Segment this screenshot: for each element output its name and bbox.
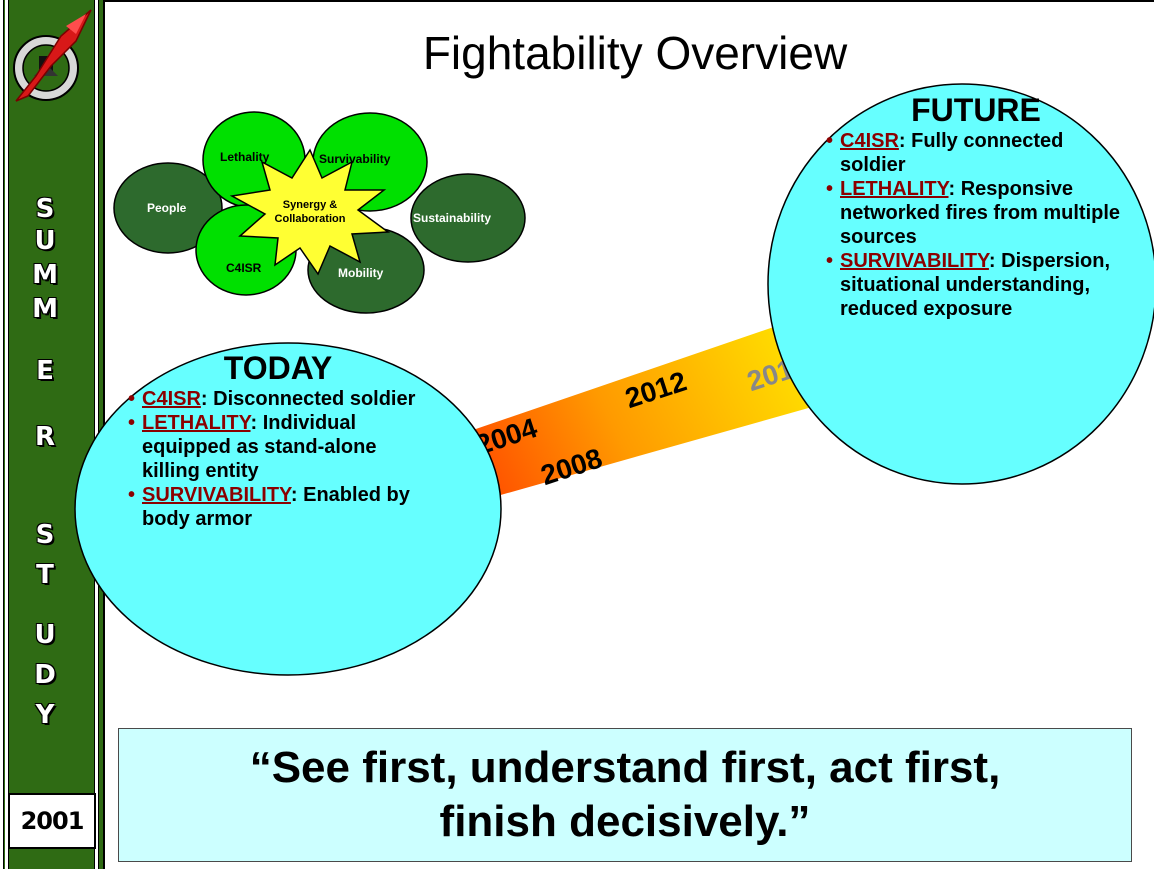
future-item-keyword: C4ISR <box>840 130 899 152</box>
future-item: • SURVIVABILITY: Dispersion, situational … <box>826 249 1126 321</box>
quote-box: “See first, understand first, act first,… <box>118 728 1132 862</box>
petal-label: C4ISR <box>226 261 262 275</box>
petal-label: People <box>147 201 187 215</box>
sidebar-letter: Y <box>35 700 55 730</box>
synergy-burst <box>229 148 391 276</box>
future-item-text: : Responsive networked fires from multip… <box>840 178 1121 248</box>
sidebar-stripe <box>0 0 4 869</box>
petal-label: Sustainability <box>413 211 491 225</box>
unit-seal-logo <box>13 9 92 102</box>
sidebar: S U M M E R S T U D Y 2001 <box>0 0 105 869</box>
sidebar-stripe <box>5 0 9 869</box>
sidebar-letter: S <box>35 520 55 550</box>
bullet-icon: • <box>826 130 834 152</box>
quote-line: finish decisively.” <box>439 797 811 846</box>
bullet-icon: • <box>128 484 136 506</box>
sidebar-letter: S <box>35 194 55 224</box>
year-badge: 2001 <box>8 793 96 849</box>
bullet-icon: • <box>826 178 834 200</box>
petal-label: Lethality <box>220 150 270 164</box>
today-panel: TODAY • C4ISR: Disconnected soldier • LETH… <box>128 350 428 531</box>
bullet-icon: • <box>128 412 136 434</box>
future-item-keyword: LETHALITY <box>840 178 949 200</box>
today-item: • SURVIVABILITY: Enabled by body armor <box>128 483 428 531</box>
future-item: • LETHALITY: Responsive networked fires f… <box>826 177 1126 249</box>
future-item-text: : Fully connected soldier <box>840 130 1064 176</box>
today-item-keyword: C4ISR <box>142 388 201 410</box>
page-title: Fightability Overview <box>422 27 848 79</box>
sidebar-letter: R <box>34 422 56 452</box>
today-item-keyword: SURVIVABILITY <box>142 484 291 506</box>
future-item: • C4ISR: Fully connected soldier <box>826 129 1126 177</box>
today-item-text: : Disconnected soldier <box>200 388 416 410</box>
sidebar-letter: M <box>32 260 58 290</box>
bullet-icon: • <box>826 250 834 272</box>
future-item-text: : Dispersion, situational understanding,… <box>840 250 1111 320</box>
petal-label: Mobility <box>338 266 384 280</box>
future-bubble <box>767 83 1154 485</box>
sidebar-letter: D <box>34 660 56 690</box>
sidebar-letter: T <box>36 560 54 590</box>
synergy-label: Synergy & <box>283 199 337 211</box>
sidebar-letter: U <box>34 620 56 650</box>
top-border <box>0 0 1154 2</box>
cluster-petal <box>113 162 223 254</box>
bullet-icon: • <box>128 388 136 410</box>
today-item: • LETHALITY: Individual equipped as stand… <box>128 411 428 483</box>
sidebar-letter: M <box>32 294 58 324</box>
today-bubble <box>74 342 502 676</box>
year-badge-label: 2001 <box>20 807 85 835</box>
timeline-band <box>400 318 812 515</box>
today-heading: TODAY <box>223 350 333 386</box>
sidebar-letter: E <box>36 356 54 386</box>
synergy-label: Collaboration <box>275 213 346 225</box>
petal-label: Survivability <box>319 152 391 166</box>
quote-line: “See first, understand first, act first, <box>249 743 1001 792</box>
today-item-text: : Individual equipped as stand-alone kil… <box>142 412 377 482</box>
future-heading: FUTURE <box>911 92 1041 128</box>
today-item: • C4ISR: Disconnected soldier <box>128 387 428 411</box>
today-item-keyword: LETHALITY <box>142 412 251 434</box>
sidebar-letter: U <box>34 226 56 256</box>
today-item-text: : Enabled by body armor <box>142 484 410 530</box>
future-panel: FUTURE • C4ISR: Fully connected soldier •… <box>826 92 1126 321</box>
cluster-petal <box>410 173 526 263</box>
future-item-keyword: SURVIVABILITY <box>840 250 989 272</box>
